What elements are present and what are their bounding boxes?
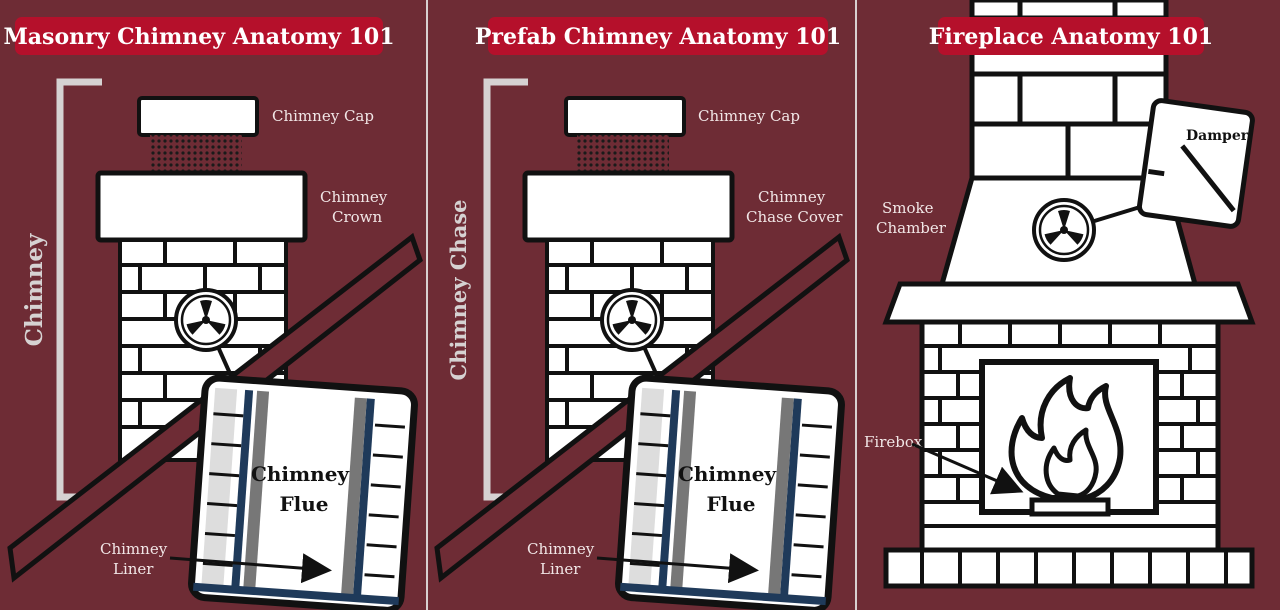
- flue-detail: [615, 374, 845, 610]
- arrow-icon: [596, 553, 759, 584]
- radiation-icon: [1032, 198, 1096, 262]
- mantel: [882, 281, 1256, 325]
- radiation-icon: [174, 288, 238, 352]
- arrow-icon: [169, 553, 332, 584]
- label-liner-2: Liner: [540, 560, 581, 578]
- title-badge: [488, 17, 828, 55]
- flame-icon: [1008, 375, 1124, 517]
- flue-detail: [188, 374, 418, 610]
- panel-title: Prefab Chimney Anatomy 101: [475, 24, 841, 50]
- panel-title: Masonry Chimney Anatomy 101: [3, 24, 394, 50]
- label-flue-2: Flue: [279, 492, 328, 516]
- chimney-bracket: [56, 78, 102, 501]
- label-liner-1: Chimney: [527, 540, 595, 558]
- chimney-bracket: [483, 78, 528, 501]
- label-liner-1: Chimney: [100, 540, 168, 558]
- damper-callout: [1136, 98, 1255, 229]
- side-label: Chimney Chase: [446, 199, 471, 380]
- label-cap: Chimney Cap: [698, 107, 800, 125]
- title-badge: [15, 17, 383, 55]
- label-smoke-2: Chamber: [876, 219, 947, 237]
- label-liner-2: Liner: [113, 560, 154, 578]
- arrow-icon: [911, 442, 1024, 495]
- label-cap: Chimney Cap: [272, 107, 374, 125]
- label-crown-1: Chimney: [758, 188, 826, 206]
- label-damper: Damper: [1186, 128, 1249, 144]
- chimney-crown: [95, 170, 308, 243]
- radiation-icon: [600, 288, 664, 352]
- panel-prefab: Prefab Chimney Anatomy 101 Chimney Chase…: [434, 17, 850, 610]
- chase-cover: [522, 170, 735, 243]
- panel-masonry: Masonry Chimney Anatomy 101 Chimney Chim…: [3, 17, 423, 610]
- label-flue-1: Chimney: [678, 462, 777, 486]
- chimney-cap: [564, 96, 686, 137]
- label-crown-2: Chase Cover: [746, 208, 843, 226]
- spark-arrestor-mesh: [150, 135, 242, 173]
- label-smoke-1: Smoke: [882, 199, 934, 217]
- label-flue-1: Chimney: [251, 462, 350, 486]
- label-crown-2: Crown: [332, 208, 383, 226]
- label-flue-2: Flue: [706, 492, 755, 516]
- side-label: Chimney: [21, 233, 48, 346]
- hearth: [883, 547, 1255, 589]
- panel-fireplace: Fireplace Anatomy 101 Smoke Chamber Damp…: [864, 0, 1256, 589]
- label-crown-1: Chimney: [320, 188, 388, 206]
- title-badge: [938, 17, 1204, 55]
- label-firebox: Firebox: [864, 433, 923, 451]
- spark-arrestor-mesh: [577, 135, 669, 173]
- panel-title: Fireplace Anatomy 101: [929, 24, 1213, 50]
- chimney-cap: [137, 96, 259, 137]
